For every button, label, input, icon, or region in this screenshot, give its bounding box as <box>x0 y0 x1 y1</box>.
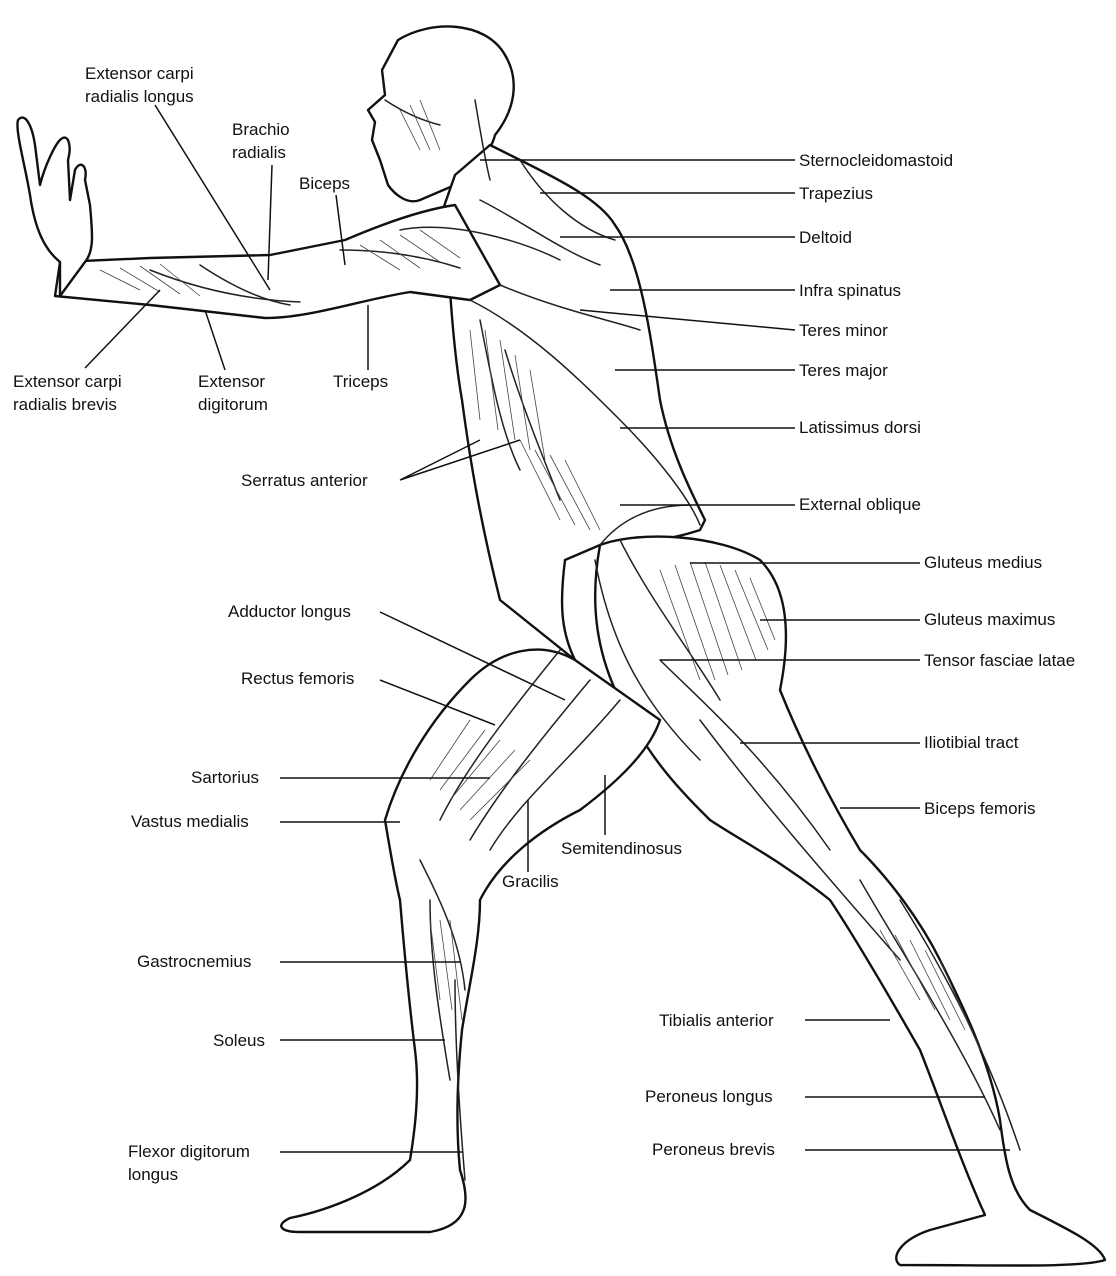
label-biceps: Biceps <box>299 172 350 195</box>
label-latissimus-dorsi: Latissimus dorsi <box>799 416 921 439</box>
label-extensor-digitorum: Extensor digitorum <box>198 370 268 416</box>
label-soleus: Soleus <box>213 1029 265 1052</box>
label-extensor-carpi-radialis-longus: Extensor carpi radialis longus <box>85 62 194 108</box>
label-trapezius: Trapezius <box>799 182 873 205</box>
label-gracilis: Gracilis <box>502 870 559 893</box>
label-external-oblique: External oblique <box>799 493 921 516</box>
label-triceps: Triceps <box>333 370 388 393</box>
label-gluteus-maximus: Gluteus maximus <box>924 608 1055 631</box>
front-leg <box>281 650 660 1232</box>
label-extensor-carpi-radialis-brevis: Extensor carpi radialis brevis <box>13 370 122 416</box>
label-vastus-medialis: Vastus medialis <box>131 810 249 833</box>
body-silhouette <box>17 26 1105 1265</box>
label-rectus-femoris: Rectus femoris <box>241 667 354 690</box>
label-brachio-radialis: Brachio radialis <box>232 118 290 164</box>
label-tibialis-anterior: Tibialis anterior <box>659 1009 774 1032</box>
label-teres-major: Teres major <box>799 359 888 382</box>
label-adductor-longus: Adductor longus <box>228 600 351 623</box>
label-deltoid: Deltoid <box>799 226 852 249</box>
label-teres-minor: Teres minor <box>799 319 888 342</box>
hand <box>17 118 92 296</box>
label-peroneus-brevis: Peroneus brevis <box>652 1138 775 1161</box>
label-iliotibial-tract: Iliotibial tract <box>924 731 1018 754</box>
label-flexor-digitorum-longus: Flexor digitorum longus <box>128 1140 250 1186</box>
label-sternocleidomastoid: Sternocleidomastoid <box>799 149 953 172</box>
label-gastrocnemius: Gastrocnemius <box>137 950 251 973</box>
label-infra-spinatus: Infra spinatus <box>799 279 901 302</box>
label-biceps-femoris: Biceps femoris <box>924 797 1035 820</box>
label-peroneus-longus: Peroneus longus <box>645 1085 773 1108</box>
label-tensor-fasciae-latae: Tensor fasciae latae <box>924 649 1075 672</box>
label-gluteus-medius: Gluteus medius <box>924 551 1042 574</box>
label-serratus-anterior: Serratus anterior <box>241 469 368 492</box>
label-semitendinosus: Semitendinosus <box>561 837 682 860</box>
label-sartorius: Sartorius <box>191 766 259 789</box>
